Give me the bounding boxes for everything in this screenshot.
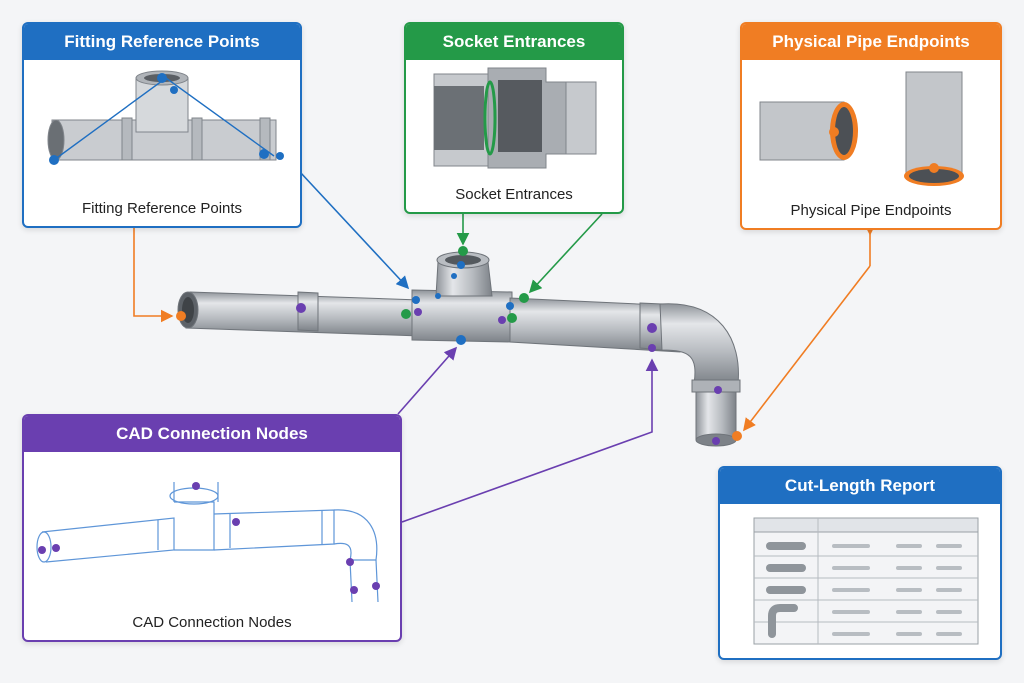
straight-pipe-icon — [766, 586, 806, 594]
assembly-node-markers — [176, 246, 742, 445]
pipe-endpoint-illustration — [759, 71, 964, 186]
fitting-reference-title: Fitting Reference Points — [24, 24, 300, 60]
pipe-endpoints-panel: Physical Pipe Endpoints Physical Pipe En… — [740, 22, 1002, 230]
socket-marker — [519, 293, 529, 303]
cad-nodes-title: CAD Connection Nodes — [24, 416, 400, 452]
reference-marker — [412, 296, 420, 304]
node-marker — [712, 437, 720, 445]
node-marker — [714, 386, 722, 394]
cad-nodes-panel: CAD Connection Nodes CAD Connection Node… — [22, 414, 402, 642]
endpoint-marker — [176, 311, 186, 321]
reference-marker — [456, 335, 466, 345]
tee-fitting-illustration — [47, 70, 284, 165]
cut-length-report-panel: Cut-Length Report — [718, 466, 1002, 660]
pipe-endpoints-title: Physical Pipe Endpoints — [742, 24, 1000, 60]
socket-marker — [458, 246, 468, 256]
pipe-endpoints-caption: Physical Pipe Endpoints — [790, 202, 952, 219]
node-marker — [414, 308, 422, 316]
fitting-reference-panel: Fitting Reference Points Fitting Referen… — [22, 22, 302, 228]
cut-length-report-title: Cut-Length Report — [720, 468, 1000, 504]
straight-pipe-icon — [766, 542, 806, 550]
socket-entrances-panel: Socket Entrances Socket Entrances — [404, 22, 624, 214]
node-marker — [498, 316, 506, 324]
cad-wireframe-illustration — [36, 482, 380, 602]
cad-nodes-caption: CAD Connection Nodes — [132, 614, 292, 631]
endpoint-marker — [732, 431, 742, 441]
straight-pipe-icon — [766, 564, 806, 572]
elbow-icon — [768, 604, 798, 638]
reference-marker — [457, 261, 465, 269]
socket-marker — [507, 313, 517, 323]
node-marker — [296, 303, 306, 313]
socket-entrances-title: Socket Entrances — [406, 24, 622, 60]
socket-entrances-caption: Socket Entrances — [455, 186, 573, 203]
socket-cutaway-illustration — [433, 67, 597, 169]
socket-marker — [401, 309, 411, 319]
fitting-reference-caption: Fitting Reference Points — [81, 200, 243, 217]
reference-marker — [506, 302, 514, 310]
node-marker — [647, 323, 657, 333]
node-marker — [648, 344, 656, 352]
report-table — [753, 517, 979, 645]
